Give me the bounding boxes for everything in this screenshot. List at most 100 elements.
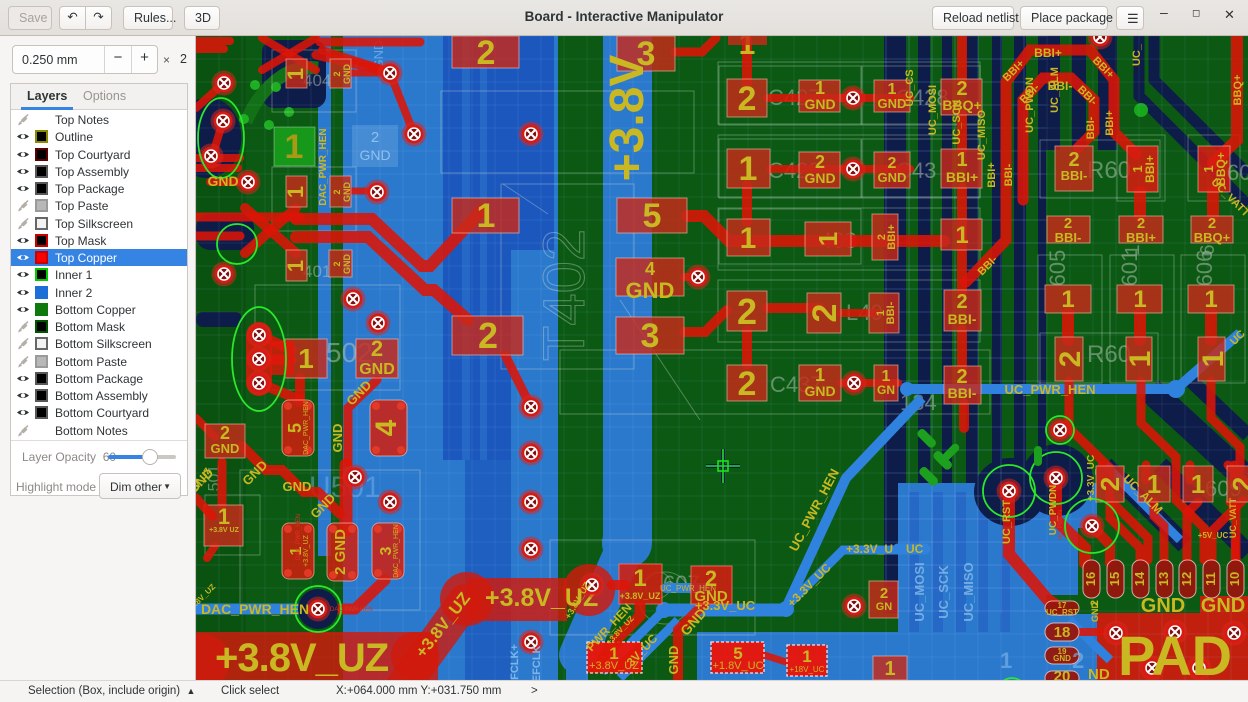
svg-text:1: 1 [283,186,308,198]
svg-text:BBI-: BBI- [1048,79,1073,93]
svg-text:2: 2 [738,365,757,403]
svg-text:BBI+: BBI+ [946,169,978,185]
svg-text:3: 3 [637,36,656,73]
svg-text:2: 2 [1089,600,1101,606]
svg-text:DAC_PWR_HEN: DAC_PWR_HEN [318,128,329,205]
svg-text:18: 18 [1054,624,1071,641]
svg-text:1: 1 [298,343,314,374]
svg-text:UC_SCK: UC_SCK [936,565,951,619]
svg-text:UC_MISO: UC_MISO [976,110,988,161]
svg-text:+3.3V_UC: +3.3V_UC [695,598,756,613]
svg-text:1: 1 [882,368,891,385]
svg-text:4: 4 [370,419,403,436]
svg-text:15: 15 [1107,572,1122,586]
svg-text:BBI-: BBI- [948,385,977,401]
svg-text:2: 2 [1054,351,1087,368]
svg-text:FCLK+: FCLK+ [509,644,521,680]
svg-text:R60: R60 [1087,341,1131,368]
svg-text:1: 1 [1191,469,1205,499]
svg-text:1: 1 [1122,244,1144,255]
svg-text:404: 404 [303,71,331,90]
svg-text:1: 1 [1130,165,1145,172]
svg-text:GND: GND [371,41,386,70]
svg-text:DAC_PWR_HEN: DAC_PWR_HEN [201,601,309,617]
svg-text:ND: ND [1088,666,1110,680]
svg-text:GND: GND [207,173,238,189]
svg-text:+3.8V_UZ: +3.8V_UZ [589,660,639,672]
svg-text:UC_PWDN: UC_PWDN [1058,510,1064,540]
svg-text:BBI-: BBI- [1085,116,1097,139]
svg-text:2: 2 [332,261,342,266]
svg-text:UC_: UC_ [1131,43,1143,66]
svg-text:5: 5 [733,644,742,663]
svg-text:1: 1 [739,150,758,188]
svg-text:14: 14 [1132,571,1147,586]
svg-text:2: 2 [806,304,844,323]
svg-text:20: 20 [1054,668,1071,680]
svg-text:GND: GND [342,64,352,85]
svg-text:12: 12 [1179,572,1194,586]
svg-text:19: 19 [1058,647,1067,656]
svg-text:2: 2 [815,152,825,172]
svg-text:2: 2 [738,80,757,118]
svg-text:BBI+: BBI+ [1104,110,1116,135]
svg-text:1: 1 [813,232,843,246]
svg-text:GND: GND [804,383,835,399]
svg-text:2: 2 [1208,215,1216,232]
svg-text:605: 605 [1045,250,1070,287]
svg-text:GND: GND [804,170,835,186]
svg-text:BBI-: BBI- [1061,168,1088,183]
svg-text:BBI-: BBI- [885,301,897,324]
svg-text:17: 17 [1058,601,1067,610]
svg-text:+3.8V_UZ: +3.8V_UZ [620,591,661,601]
svg-text:601: 601 [1117,250,1142,287]
svg-text:GND: GND [342,182,352,203]
svg-text:4: 4 [645,259,655,279]
svg-text:GND: GND [694,588,728,605]
svg-text:+1.8V_UC: +1.8V_UC [712,660,763,672]
svg-text:2 GND: 2 GND [332,529,349,575]
svg-text:BBI+: BBI+ [1034,46,1062,60]
svg-text:BBQ+: BBQ+ [1232,75,1244,106]
svg-text:GND: GND [804,96,835,112]
svg-text:GND: GND [626,278,675,303]
svg-text:DAC PWR HEN: DAC PWR HEN [330,607,373,613]
svg-text:2: 2 [956,78,967,100]
svg-text:6: 6 [1197,244,1219,255]
svg-text:3: 3 [378,546,395,555]
svg-text:UC_MISO: UC_MISO [961,562,976,621]
svg-text:GN: GN [877,383,895,397]
svg-text:BBI-: BBI- [1003,163,1015,186]
svg-text:1: 1 [956,149,967,171]
svg-text:2: 2 [1064,215,1072,232]
svg-text:2: 2 [737,291,757,332]
svg-text:1: 1 [1124,351,1157,368]
svg-text:11: 11 [1203,572,1218,586]
svg-text:2: 2 [888,155,897,172]
svg-text:UC_RST: UC_RST [1046,608,1078,617]
svg-text:2: 2 [705,566,717,591]
svg-text:GND: GND [211,441,240,456]
svg-text:1: 1 [1061,286,1074,313]
svg-text:10: 10 [1227,572,1242,586]
svg-text:GND: GND [1053,654,1071,663]
svg-text:T402: T402 [532,229,597,361]
svg-text:2: 2 [956,291,967,313]
svg-text:1: 1 [1204,286,1217,313]
svg-text:DAC_PWR_HEN: DAC_PWR_HEN [296,514,302,560]
svg-text:2: 2 [332,71,342,76]
svg-text:60: 60 [1227,160,1248,185]
svg-text:BBI+: BBI+ [1143,155,1157,183]
svg-text:1: 1 [815,365,825,385]
svg-text:BBQ+: BBQ+ [1194,230,1231,245]
svg-text:2: 2 [371,336,383,361]
svg-text:BBQ+: BBQ+ [1214,152,1228,186]
svg-text:UC_MOSI: UC_MOSI [912,562,927,621]
svg-text:+5V_UC: +5V_UC [1198,531,1229,540]
svg-text:+3.8V UZ: +3.8V UZ [209,527,239,534]
svg-text:+3.8V: +3.8V [601,55,654,182]
svg-text:2: 2 [880,585,888,602]
svg-text:5: 5 [643,197,662,235]
svg-text:1: 1 [1147,469,1161,499]
svg-text:BBI-: BBI- [1055,230,1082,245]
